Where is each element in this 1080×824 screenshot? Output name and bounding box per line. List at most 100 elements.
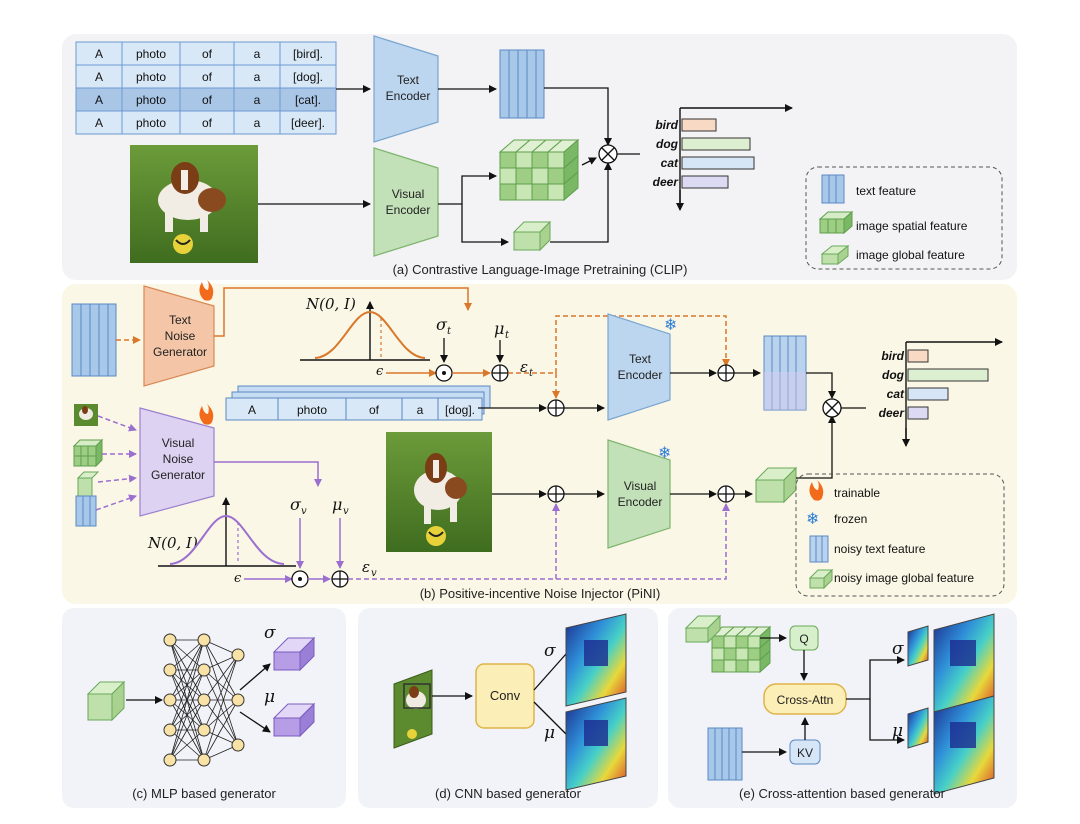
visual-encoder-b-label-2: Encoder xyxy=(618,495,663,509)
visual-noise-gen-label-1: Visual xyxy=(162,436,194,450)
class-label: cat xyxy=(887,387,905,401)
mlp-neuron xyxy=(163,753,177,767)
epsilon-v-label: ε xyxy=(362,558,370,576)
prompt-token: a xyxy=(254,93,261,107)
mlp-mu-label: μ xyxy=(264,687,275,707)
visual-encoder-b-label-1: Visual xyxy=(624,479,656,493)
epsilon-t-sub: t xyxy=(529,368,534,379)
prompt-token: [cat]. xyxy=(295,93,321,107)
caption-a: (a) Contrastive Language-Image Pretraini… xyxy=(393,262,688,277)
prompt-token: A xyxy=(95,93,103,107)
kv-label: KV xyxy=(797,746,813,760)
prompt-token: [dog]. xyxy=(445,403,475,417)
mlp-neuron xyxy=(197,693,211,707)
epsilon-t-sample: ϵ xyxy=(376,364,384,379)
text-noise-generator xyxy=(143,285,215,387)
gaussian-curve-v xyxy=(169,514,285,565)
xattn-mu-heatmaps xyxy=(907,695,995,795)
text-feature-input-b xyxy=(71,303,117,377)
text-encoder-a xyxy=(373,35,439,143)
text-noise-gen-label-3: Generator xyxy=(153,345,207,359)
noisy-image-global-feature xyxy=(754,466,798,504)
legend-b-noisy-global-icon xyxy=(808,568,834,590)
text-encoder-b-label-1: Text xyxy=(629,352,652,366)
fire-icon xyxy=(199,280,214,301)
score-bar-deer xyxy=(681,175,729,189)
score-bar-dog xyxy=(681,137,751,151)
prompt-token: A xyxy=(95,47,103,61)
cnn-mu-heatmap xyxy=(565,697,627,791)
mlp-neuron xyxy=(231,693,245,707)
visual-encoder-b xyxy=(607,439,671,549)
epsilon-v-sample: ϵ xyxy=(234,571,242,586)
cnn-sigma-heatmap xyxy=(565,613,627,707)
legend-b-frozen: frozen xyxy=(834,512,867,526)
snowflake-icon: ❄ xyxy=(664,317,677,334)
epsilon-v-sub: v xyxy=(371,568,377,579)
mlp-neuron xyxy=(231,738,245,752)
score-bar-deer xyxy=(907,406,929,420)
legend-b-trainable: trainable xyxy=(834,486,880,500)
class-label: dog xyxy=(882,368,905,382)
xattn-global-feature xyxy=(684,614,722,644)
prompt-token: A xyxy=(95,116,103,130)
mlp-neuron xyxy=(163,693,177,707)
prompt-token: A xyxy=(248,403,256,417)
class-label: dog xyxy=(656,137,679,151)
oplus-v xyxy=(331,570,349,588)
score-bar-cat xyxy=(907,387,949,401)
visual-encoder-a xyxy=(373,147,439,257)
text-encoder-b-label-2: Encoder xyxy=(618,368,663,382)
conv-block xyxy=(475,663,535,729)
fire-icon xyxy=(199,404,214,425)
visual-noise-generator xyxy=(139,407,215,517)
visual-encoder-a-label-1: Visual xyxy=(392,187,424,201)
epsilon-t-label: ε xyxy=(520,358,528,376)
mlp-neuron xyxy=(197,633,211,647)
visual-noise-gen-label-2: Noise xyxy=(163,452,194,466)
caption-b: (b) Positive-incentive Noise Injector (P… xyxy=(420,586,661,601)
mlp-network xyxy=(163,633,245,767)
mlp-sigma-label: σ xyxy=(264,623,276,643)
prompt-token: [dog]. xyxy=(293,70,323,84)
oplus-text-enc xyxy=(717,364,735,382)
prompt-token: A xyxy=(95,70,103,84)
mlp-neuron xyxy=(197,753,211,767)
normal-dist-v-label: N(0, I) xyxy=(147,534,198,552)
text-icon-b xyxy=(75,495,97,527)
mu-v-sub: v xyxy=(343,506,349,517)
dog-image-b xyxy=(386,432,492,552)
mlp-neuron xyxy=(163,663,177,677)
text-noise-gen-label-1: Text xyxy=(169,313,192,327)
xattn-text-feature xyxy=(707,727,743,781)
caption-c: (c) MLP based generator xyxy=(132,786,276,801)
class-label: deer xyxy=(879,406,906,420)
text-feature-a xyxy=(499,49,545,119)
normal-dist-t-label: N(0, I) xyxy=(305,295,356,313)
legend-a xyxy=(805,166,1003,270)
prompt-token: of xyxy=(369,403,380,417)
prompt-token: photo xyxy=(136,116,166,130)
otimes-a xyxy=(598,144,618,164)
prompt-token: a xyxy=(417,403,424,417)
class-label: bird xyxy=(655,118,678,132)
legend-a-global-feature: image global feature xyxy=(856,248,965,262)
otimes-b xyxy=(822,398,842,418)
legend-a-text-feature-icon xyxy=(821,174,845,204)
score-bar-dog xyxy=(907,368,989,382)
prompt-token: a xyxy=(254,70,261,84)
prompt-token: of xyxy=(202,93,213,107)
mu-v-label: μ xyxy=(332,495,342,514)
dog-image-a xyxy=(130,145,258,263)
odot-t xyxy=(435,364,453,382)
legend-b-noisy-text: noisy text feature xyxy=(834,542,926,556)
legend-a-spatial-feature: image spatial feature xyxy=(856,219,968,233)
fire-icon xyxy=(809,480,824,501)
mu-t-label: μ xyxy=(494,319,504,338)
snowflake-icon: ❄ xyxy=(658,445,671,462)
